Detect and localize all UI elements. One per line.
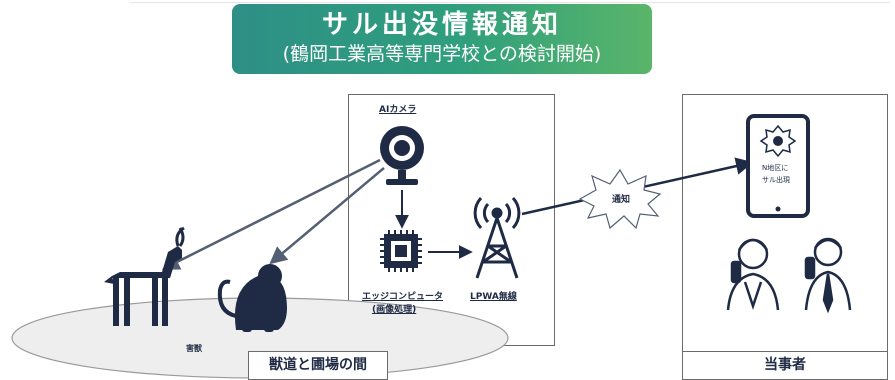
ai-camera-label: AIカメラ bbox=[379, 105, 417, 115]
alert-monkey-icon bbox=[759, 124, 797, 158]
deer-icon bbox=[104, 226, 185, 326]
title-banner: サル出没情報通知 (鶴岡工業高等専門学校との検討開始) bbox=[232, 4, 652, 74]
lpwa-label: LPWA無線 bbox=[470, 292, 517, 302]
parties-caption: 当事者 bbox=[682, 351, 888, 380]
notification-label: 通知 bbox=[612, 195, 631, 205]
chip-icon bbox=[380, 230, 422, 272]
camera-icon bbox=[380, 126, 424, 185]
camera-to-deer-arrow bbox=[161, 158, 381, 270]
monkey-icon bbox=[217, 264, 287, 332]
antenna-icon bbox=[473, 196, 521, 279]
phone-message-line2: サル出現 bbox=[762, 176, 790, 184]
top-divider bbox=[130, 2, 890, 3]
boundary-caption: 獣道と圃場の間 bbox=[248, 351, 388, 380]
burst-icon bbox=[578, 168, 662, 230]
person-phone-icon-2 bbox=[804, 237, 852, 314]
edge-computer-label: エッジコンピュータ bbox=[362, 292, 444, 302]
title-sub: (鶴岡工業高等専門学校との検討開始) bbox=[282, 43, 602, 65]
tablet-icon bbox=[746, 114, 810, 218]
damage-label: 害獣 bbox=[186, 344, 202, 353]
image-processing-label: (画像処理) bbox=[372, 305, 417, 315]
title-main: サル出没情報通知 bbox=[321, 10, 562, 40]
camera-to-monkey-arrow bbox=[269, 167, 385, 265]
phone-message-line1: N地区に bbox=[762, 164, 789, 172]
person-phone-icon-1 bbox=[726, 238, 780, 311]
